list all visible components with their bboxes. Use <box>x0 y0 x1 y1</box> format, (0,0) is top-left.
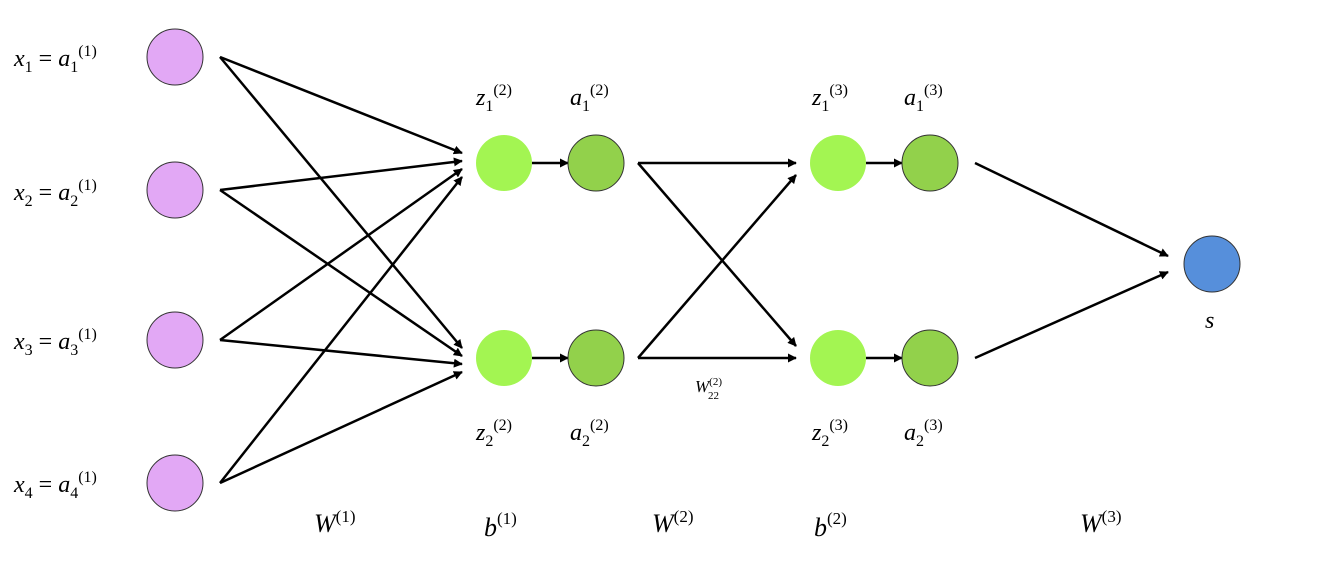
node-in1 <box>146 28 204 86</box>
node-z13 <box>810 135 866 191</box>
label-b2: b(2) <box>814 509 847 542</box>
label-a2-3: a2(3) <box>904 417 943 450</box>
label-z2-3: z2(3) <box>811 417 848 450</box>
node-a22 <box>567 329 625 387</box>
input-label-1: x1=a1(1) <box>13 43 97 76</box>
label-a1-2: a1(2) <box>570 82 609 115</box>
edge-a12-to-z23 <box>637 162 797 347</box>
edge-in2-to-z12 <box>219 157 463 192</box>
hidden-labels: z1(2) a1(2) z2(2) a2(2) z1(3) a1(3) z2(3… <box>475 82 943 450</box>
node-a13 <box>901 134 959 192</box>
edge-in2-to-z22 <box>219 188 463 358</box>
input-label-4: x4=a4(1) <box>13 469 97 502</box>
label-W3: W(3) <box>1080 507 1122 538</box>
edge-in3-to-z22 <box>219 338 463 368</box>
node-z12 <box>476 135 532 191</box>
label-z1-3: z1(3) <box>811 82 848 115</box>
node-s <box>1183 235 1241 293</box>
label-W2: W(2) <box>652 507 694 538</box>
edge-in1-to-z22 <box>219 56 463 349</box>
edge-in1-to-z12 <box>219 55 463 155</box>
edge-in4-to-z12 <box>219 176 463 484</box>
label-z2-2: z2(2) <box>475 417 512 450</box>
label-W1: W(1) <box>314 507 356 538</box>
label-z1-2: z1(2) <box>475 82 512 115</box>
node-a12 <box>567 134 625 192</box>
nodes-group <box>146 28 1241 512</box>
label-a2-2: a2(2) <box>570 417 609 450</box>
node-a23 <box>901 329 959 387</box>
input-label-2: x2=a2(1) <box>13 177 97 210</box>
edge-in3-to-z12 <box>219 167 463 342</box>
node-z22 <box>476 330 532 386</box>
label-b1: b(1) <box>484 509 517 542</box>
edge-label-w22: W(2)22 <box>695 376 722 402</box>
node-in3 <box>146 311 204 369</box>
label-a1-3: a1(3) <box>904 82 943 115</box>
edge-in4-to-z22 <box>219 370 463 485</box>
output-label: s <box>1205 308 1214 334</box>
edge-a22-to-z13 <box>637 174 797 359</box>
edge-a23-to-s <box>974 270 1169 360</box>
node-in2 <box>146 161 204 219</box>
node-z23 <box>810 330 866 386</box>
input-label-3: x3=a3(1) <box>13 326 97 359</box>
input-labels: x1=a1(1) x2=a2(1) x3=a3(1) x4=a4(1) <box>13 43 97 502</box>
node-in4 <box>146 454 204 512</box>
bottom-labels: W(1) b(1) W(2) b(2) W(3) <box>314 507 1122 542</box>
edge-a13-to-s <box>974 161 1169 258</box>
edges-group <box>219 55 1169 485</box>
